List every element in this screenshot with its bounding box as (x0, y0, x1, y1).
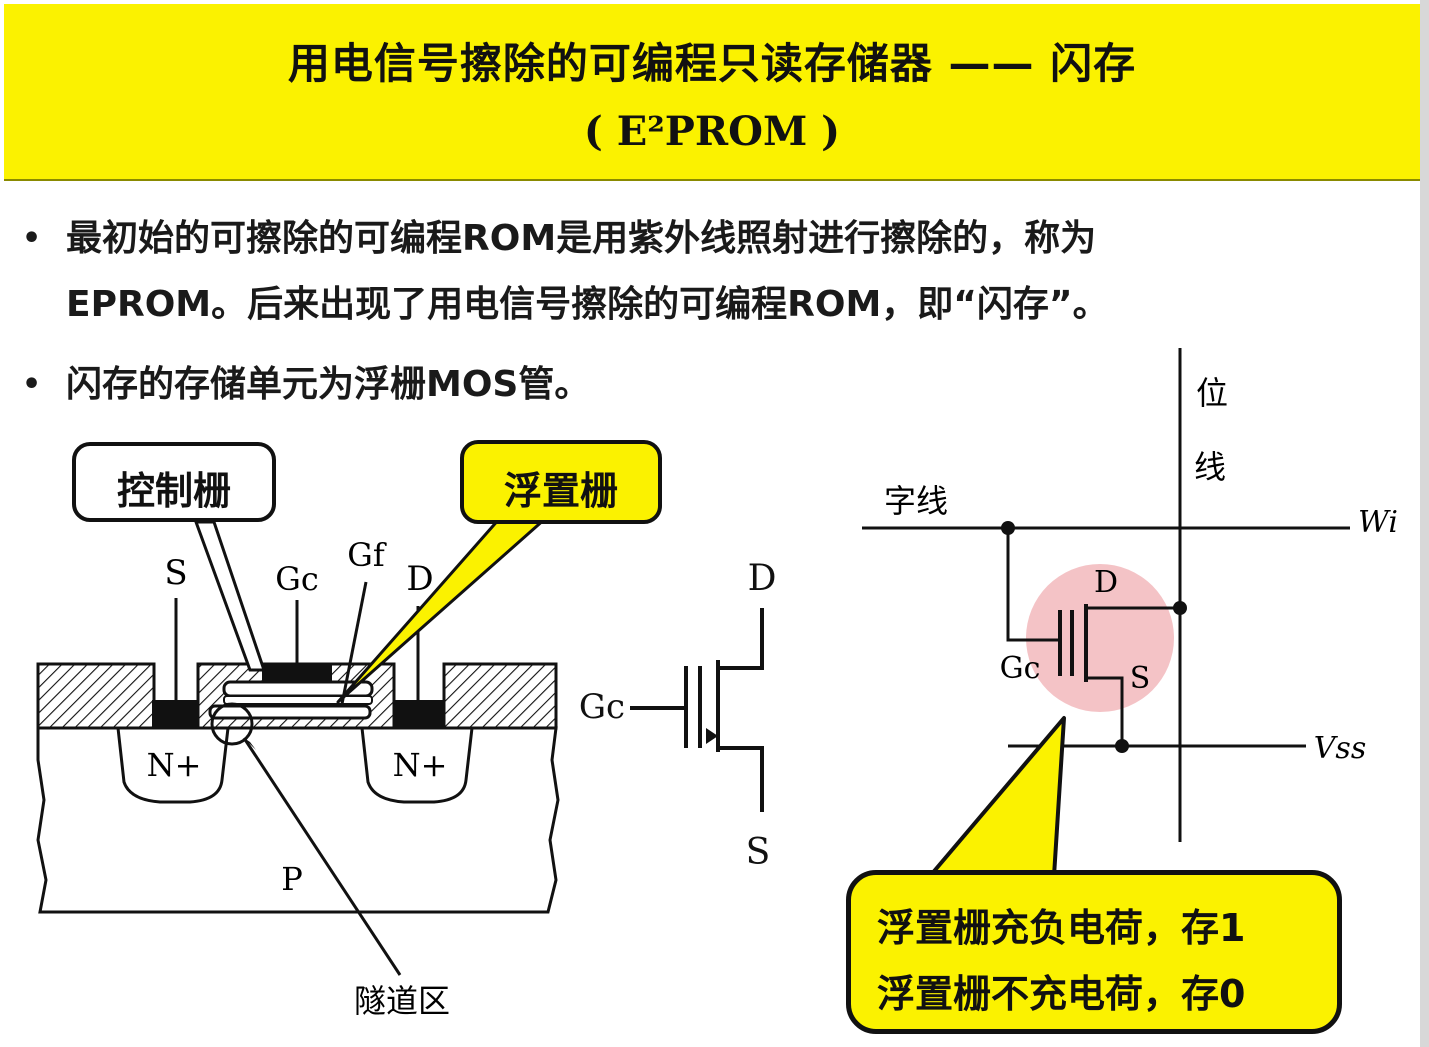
source-contact (152, 700, 198, 728)
control-gate-contact (262, 664, 332, 682)
cell-label-d: D (1094, 565, 1118, 600)
bullet-2: • 闪存的存储单元为浮栅MOS管。 (22, 352, 866, 418)
note-line-1: 浮置栅充负电荷，存1 (877, 906, 1246, 950)
drain-contact (394, 700, 444, 728)
bullet-marker: • (22, 367, 42, 402)
bullet-1-line-1: 最初始的可擦除的可编程ROM是用紫外线照射进行擦除的，称为 (66, 218, 1097, 259)
label-gf: Gf (347, 536, 387, 574)
label-n-left: N+ (147, 746, 202, 784)
bullet-1-line-2: EPROM。后来出现了用电信号擦除的可编程ROM，即“闪存”。 (66, 284, 1109, 325)
symbol-label-s: S (746, 832, 771, 873)
storage-note: 浮置栅充负电荷，存1 浮置栅不充电荷，存0 (846, 870, 1342, 1034)
label-bitline-2: 线 (1194, 448, 1226, 486)
bullet-1: • 最初始的可擦除的可编程ROM是用紫外线照射进行擦除的，称为 EPROM。后来… (22, 206, 1396, 338)
title-banner: 用电信号擦除的可编程只读存储器 —— 闪存 ( E²PROM ) (4, 4, 1420, 181)
floating-gate-mos-symbol: D Gc S (579, 558, 777, 873)
cell-source (1086, 676, 1124, 746)
page-subtitle: ( E²PROM ) (583, 108, 841, 155)
symbol-drain-lead (718, 608, 764, 670)
node-bitline (1173, 601, 1187, 615)
gf-wire (340, 581, 368, 705)
control-gate-label: 控制栅 (116, 469, 231, 513)
floating-gate-callout: 浮置栅 (460, 440, 662, 524)
node-wordline (1001, 521, 1015, 535)
label-gc: Gc (275, 560, 318, 598)
highlight-circle (1026, 564, 1174, 712)
label-vss: Vss (1314, 731, 1366, 766)
memory-cell-circuit: 位 线 字线 Wi D Gc S Vss (862, 348, 1398, 878)
tunnel-arrowhead (244, 738, 256, 750)
oxide-right (442, 662, 558, 730)
label-p: P (281, 860, 303, 898)
tunnel-pointer (242, 737, 402, 976)
page-title: 用电信号擦除的可编程只读存储器 —— 闪存 (287, 39, 1137, 88)
floating-gate-label: 浮置栅 (503, 469, 618, 513)
bullet-marker: • (22, 221, 42, 256)
label-wordline: 字线 (884, 482, 948, 520)
label-n-right: N+ (393, 746, 448, 784)
label-d: D (406, 559, 433, 599)
note-pointer (928, 716, 1066, 878)
n-well-left (116, 726, 230, 804)
control-gate-pointer (193, 520, 267, 672)
label-wi: Wi (1358, 505, 1398, 540)
floating-gate (208, 704, 372, 720)
tunnel-region-circle (210, 702, 254, 746)
bullet-2-line-1: 闪存的存储单元为浮栅MOS管。 (66, 364, 591, 405)
symbol-arrow (706, 728, 718, 744)
symbol-label-gc: Gc (579, 687, 625, 727)
cell-label-gc: Gc (1000, 651, 1041, 686)
n-well-right (360, 726, 474, 804)
oxide-left (36, 662, 156, 730)
node-vss (1115, 739, 1129, 753)
mos-cross-section: S Gc Gf D N+ N+ P 隧道区 (36, 516, 560, 1020)
note-line-2: 浮置栅不充电荷，存0 (877, 972, 1246, 1016)
label-tunnel: 隧道区 (354, 982, 450, 1020)
gate-connection (1006, 528, 1058, 642)
label-s: S (164, 553, 187, 593)
cell-label-s: S (1130, 661, 1151, 696)
slide-edge (1420, 0, 1429, 1047)
oxide-layer (223, 695, 373, 705)
label-bitline-1: 位 (1196, 374, 1228, 412)
symbol-source-lead (718, 746, 764, 812)
symbol-label-d: D (748, 558, 777, 599)
control-gate-callout: 控制栅 (72, 442, 276, 522)
